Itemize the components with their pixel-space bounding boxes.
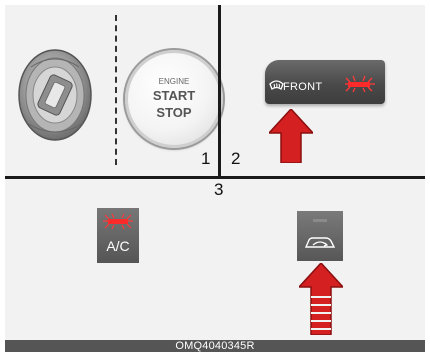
front-label: FRONT	[283, 81, 322, 93]
front-defrost-icon	[269, 79, 284, 93]
ac-button: A/C	[97, 208, 139, 263]
vertical-divider	[218, 5, 221, 176]
front-defrost-button: FRONT	[265, 60, 385, 104]
engine-label: ENGINE	[128, 77, 220, 86]
press-arrow-icon	[299, 263, 343, 335]
panel-number-3: 3	[214, 181, 223, 198]
figure-frame: ENGINE START STOP 1 2 FRONT 3	[5, 5, 425, 340]
ignition-key-cylinder-icon	[13, 45, 95, 145]
air-recirculation-button	[297, 211, 343, 261]
indicator-light	[343, 74, 377, 96]
indicator-off	[313, 219, 327, 222]
start-label: START	[128, 88, 220, 103]
figure-caption: OMQ4040345R	[5, 340, 425, 352]
panel-number-2: 2	[231, 150, 240, 167]
panel-number-1: 1	[201, 150, 210, 167]
divider-dashed	[115, 15, 117, 165]
horizontal-divider	[5, 176, 425, 179]
indicator-light	[102, 212, 134, 232]
air-recirculation-icon	[304, 233, 336, 251]
ac-label: A/C	[97, 238, 139, 254]
press-arrow-icon	[269, 109, 313, 163]
engine-start-stop-button: ENGINE START STOP	[125, 50, 223, 148]
stop-label: STOP	[128, 105, 220, 120]
